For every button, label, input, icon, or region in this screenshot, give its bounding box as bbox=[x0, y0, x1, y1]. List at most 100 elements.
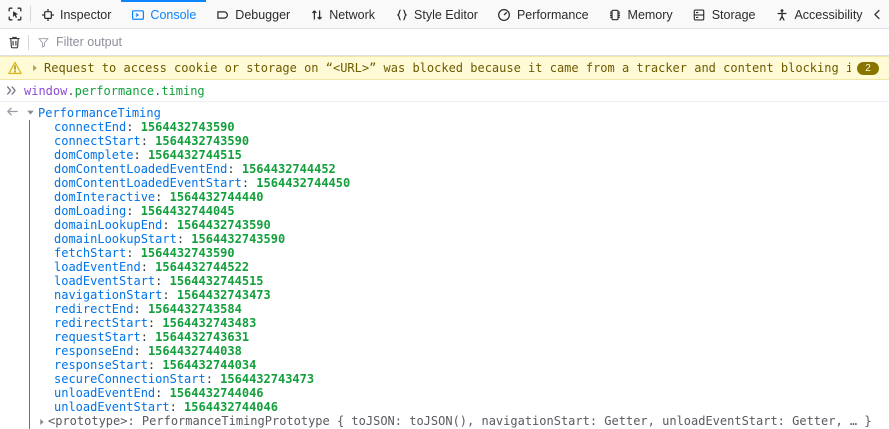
property-name: unloadEventEnd bbox=[54, 386, 156, 400]
prototype-row[interactable]: <prototype>: PerformanceTimingPrototype … bbox=[29, 414, 889, 429]
property-name: domContentLoadedEventEnd bbox=[54, 162, 228, 176]
indent-guide bbox=[29, 120, 30, 429]
property-row[interactable]: domComplete: 1564432744515 bbox=[54, 148, 242, 162]
tab-label: Performance bbox=[516, 8, 589, 22]
property-row[interactable]: responseEnd: 1564432744038 bbox=[54, 344, 242, 358]
style-editor-icon bbox=[394, 8, 409, 23]
token-property: timing bbox=[161, 84, 205, 98]
token-dot: . bbox=[67, 84, 75, 98]
tab-label: Console bbox=[150, 8, 197, 22]
chevrons-right-icon bbox=[0, 84, 24, 97]
console-message-command[interactable]: window.performance.timing bbox=[0, 80, 889, 102]
chevron-left-icon[interactable] bbox=[865, 0, 889, 28]
property-row[interactable]: connectStart: 1564432743590 bbox=[54, 134, 250, 148]
property-value: 1564432744452 bbox=[241, 162, 336, 176]
property-value: 1564432743483 bbox=[162, 316, 257, 330]
property-row[interactable]: unloadEventStart: 1564432744046 bbox=[54, 400, 278, 414]
property-value: 1564432744515 bbox=[147, 148, 242, 162]
property-value: 1564432743590 bbox=[155, 134, 250, 148]
property-name: domComplete bbox=[54, 148, 134, 162]
warning-message-text: Request to access cookie or storage on “… bbox=[44, 61, 851, 75]
tab-console[interactable]: Console bbox=[121, 0, 207, 28]
property-value: 1564432743473 bbox=[220, 372, 315, 386]
network-icon bbox=[309, 8, 324, 23]
property-value: 1564432743584 bbox=[147, 302, 242, 316]
property-value: 1564432743631 bbox=[155, 330, 250, 344]
trash-icon[interactable] bbox=[0, 29, 28, 55]
tab-label: Network bbox=[329, 8, 376, 22]
expand-arrow-icon[interactable] bbox=[30, 64, 40, 72]
tab-style-editor[interactable]: Style Editor bbox=[385, 0, 488, 28]
property-row[interactable]: requestStart: 1564432743631 bbox=[54, 330, 250, 344]
object-header[interactable]: PerformanceTiming bbox=[24, 105, 889, 120]
property-row[interactable]: connectEnd: 1564432743590 bbox=[54, 120, 235, 134]
console-message-result: PerformanceTiming connectEnd: 1564432743… bbox=[0, 102, 889, 429]
property-name: loadEventEnd bbox=[54, 260, 141, 274]
property-value: 1564432743473 bbox=[176, 288, 271, 302]
property-value: 1564432744046 bbox=[184, 400, 278, 414]
tab-label: Debugger bbox=[235, 8, 291, 22]
tab-network[interactable]: Network bbox=[300, 0, 385, 28]
property-row[interactable]: redirectStart: 1564432743483 bbox=[54, 316, 257, 330]
property-row[interactable]: domLoading: 1564432744045 bbox=[54, 204, 235, 218]
property-row[interactable]: secureConnectionStart: 1564432743473 bbox=[54, 372, 315, 386]
property-row[interactable]: domainLookupEnd: 1564432743590 bbox=[54, 218, 271, 232]
property-name: loadEventStart bbox=[54, 274, 156, 288]
collapse-arrow-icon[interactable] bbox=[24, 108, 36, 117]
filter-placeholder: Filter output bbox=[56, 35, 123, 49]
tab-accessibility[interactable]: Accessibility bbox=[765, 0, 865, 28]
property-name: responseStart bbox=[54, 358, 148, 372]
property-row[interactable]: loadEventStart: 1564432744515 bbox=[54, 274, 264, 288]
warning-triangle-icon bbox=[8, 61, 22, 75]
object-property-list: connectEnd: 1564432743590 connectStart: … bbox=[29, 120, 889, 429]
property-row[interactable]: redirectEnd: 1564432743584 bbox=[54, 302, 242, 316]
property-name: connectEnd bbox=[54, 120, 127, 134]
filter-input[interactable]: Filter output bbox=[37, 29, 889, 55]
property-row[interactable]: navigationStart: 1564432743473 bbox=[54, 288, 271, 302]
property-row[interactable]: loadEventEnd: 1564432744522 bbox=[54, 260, 250, 274]
console-message-warning[interactable]: Request to access cookie or storage on “… bbox=[0, 56, 889, 80]
property-value: 1564432743590 bbox=[191, 232, 286, 246]
property-row[interactable]: fetchStart: 1564432743590 bbox=[54, 246, 235, 260]
tab-memory[interactable]: Memory bbox=[599, 0, 683, 28]
console-icon bbox=[130, 8, 145, 23]
funnel-icon bbox=[37, 36, 50, 49]
property-value: 1564432744440 bbox=[169, 190, 264, 204]
property-name: domainLookupEnd bbox=[54, 218, 163, 232]
warning-repeat-badge: 2 bbox=[857, 61, 879, 75]
tab-debugger[interactable]: Debugger bbox=[206, 0, 300, 28]
property-value: 1564432744450 bbox=[256, 176, 351, 190]
property-row[interactable]: domInteractive: 1564432744440 bbox=[54, 190, 264, 204]
property-row[interactable]: domainLookupStart: 1564432743590 bbox=[54, 232, 286, 246]
property-row[interactable]: domContentLoadedEventStart: 156443274445… bbox=[54, 176, 351, 190]
devtools-tab-list: Inspector Console Debugger bbox=[31, 0, 865, 28]
tab-label: Style Editor bbox=[414, 8, 478, 22]
property-row[interactable]: responseStart: 1564432744034 bbox=[54, 358, 257, 372]
command-expression: window.performance.timing bbox=[24, 84, 205, 98]
object-type-label: PerformanceTiming bbox=[38, 105, 161, 120]
property-value: 1564432743590 bbox=[140, 246, 235, 260]
property-name: fetchStart bbox=[54, 246, 127, 260]
token-dot: . bbox=[154, 84, 162, 98]
property-value: 1564432744522 bbox=[155, 260, 250, 274]
console-filter-toolbar: Filter output bbox=[0, 29, 889, 56]
tab-performance[interactable]: Performance bbox=[488, 0, 599, 28]
devtools-tabbar: Inspector Console Debugger bbox=[0, 0, 889, 29]
element-picker-icon[interactable] bbox=[0, 0, 30, 28]
property-row[interactable]: domContentLoadedEventEnd: 1564432744452 bbox=[54, 162, 336, 176]
toolbar-divider bbox=[30, 6, 31, 22]
arrow-left-icon bbox=[0, 105, 24, 118]
property-name: unloadEventStart bbox=[54, 400, 170, 414]
property-name: domContentLoadedEventStart bbox=[54, 176, 242, 190]
tab-label: Memory bbox=[627, 8, 673, 22]
tab-storage[interactable]: Storage bbox=[683, 0, 766, 28]
property-value: 1564432744038 bbox=[147, 344, 242, 358]
result-object: PerformanceTiming connectEnd: 1564432743… bbox=[24, 105, 889, 429]
property-row[interactable]: unloadEventEnd: 1564432744046 bbox=[54, 386, 264, 400]
tab-label: Storage bbox=[711, 8, 756, 22]
console-output: Request to access cookie or storage on “… bbox=[0, 56, 889, 429]
tab-inspector[interactable]: Inspector bbox=[31, 0, 121, 28]
property-name: redirectEnd bbox=[54, 302, 134, 316]
expand-arrow-icon[interactable] bbox=[36, 418, 48, 426]
memory-icon bbox=[608, 8, 623, 23]
